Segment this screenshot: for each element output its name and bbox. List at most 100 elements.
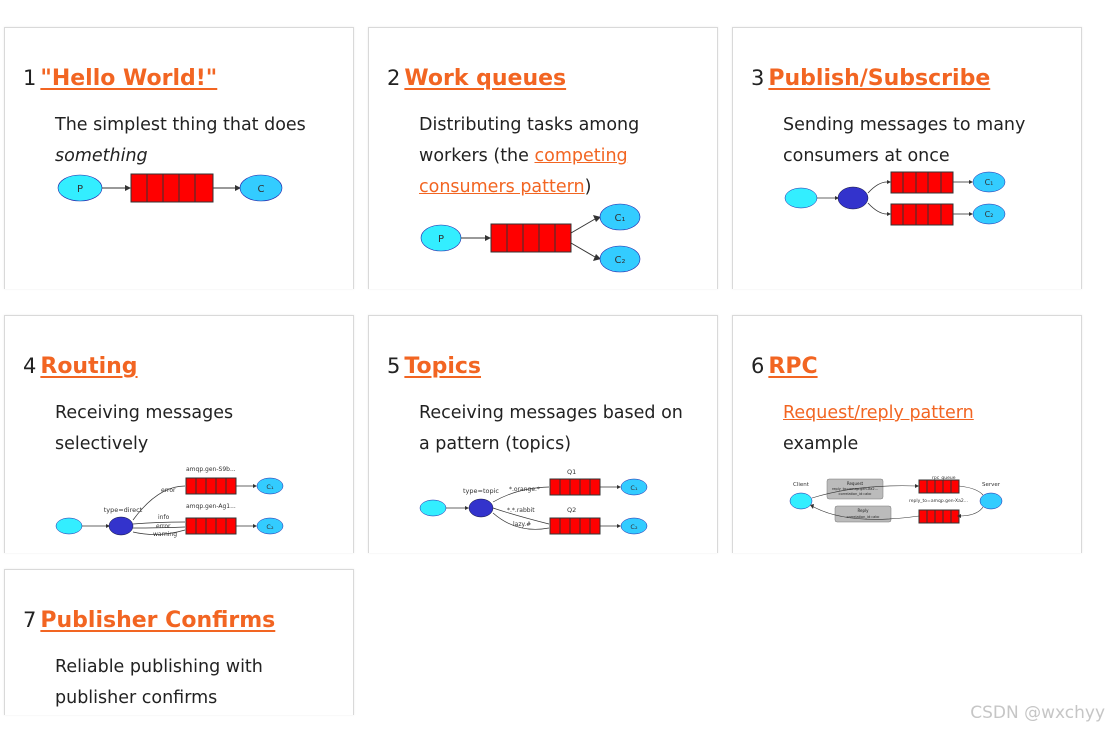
diagram-rpc: Client Server Request reply_to=amqp.gen-… <box>789 475 1003 524</box>
svg-text:error: error <box>161 487 176 494</box>
queue-2 <box>890 203 954 226</box>
svg-text:C₂: C₂ <box>266 523 274 531</box>
queue-2 <box>185 517 237 535</box>
server-node <box>979 492 1003 510</box>
tutorial-link-work-queues[interactable]: Work queues <box>404 66 567 91</box>
card-description: Reliable publishing with publisher confi… <box>55 657 263 708</box>
tutorial-link-publisher-confirms[interactable]: Publisher Confirms <box>40 608 276 633</box>
card-number: 3 <box>751 66 765 90</box>
svg-text:rpc_queue: rpc_queue <box>932 475 956 481</box>
svg-text:C₁: C₁ <box>266 483 274 491</box>
svg-text:*.*.rabbit: *.*.rabbit <box>507 507 535 514</box>
svg-text:*.orange.*: *.orange.* <box>509 486 540 493</box>
desc-line1: The simplest thing that does <box>55 115 306 135</box>
tutorial-link-publish-subscribe[interactable]: Publish/Subscribe <box>768 66 991 91</box>
rpc-queue <box>918 479 960 494</box>
consumer-2-node <box>972 203 1006 225</box>
svg-text:amqp.gen-Ag1...: amqp.gen-Ag1... <box>186 503 236 510</box>
diagram-topics: type=topic *.orange.* *.*.rabbit lazy.# … <box>419 468 648 535</box>
consumer-2-node <box>620 517 648 535</box>
tutorial-link-routing[interactable]: Routing <box>40 354 138 379</box>
svg-text:correlation_id=abc: correlation_id=abc <box>839 492 872 496</box>
svg-text:C₁: C₁ <box>630 484 638 492</box>
consumer-1-node <box>256 477 284 495</box>
desc-line2: something <box>55 146 148 166</box>
competing-consumers-link[interactable]: competing consumers pattern <box>419 146 628 197</box>
svg-text:C₂: C₂ <box>630 523 638 531</box>
producer-label: P <box>77 184 83 195</box>
consumer-2-node <box>599 245 641 273</box>
card-number: 4 <box>23 354 37 378</box>
svg-text:info: info <box>158 514 170 521</box>
svg-text:warning: warning <box>153 531 177 538</box>
queue <box>490 223 572 253</box>
svg-text:Reply: Reply <box>857 508 869 513</box>
consumer-1-node <box>599 203 641 231</box>
reply-queue <box>918 509 960 524</box>
exchange-node <box>468 498 494 518</box>
svg-text:C₂: C₂ <box>985 210 994 219</box>
producer-node <box>419 499 447 517</box>
card-description: Request/reply pattern example <box>783 403 974 454</box>
producer-node <box>55 517 83 535</box>
card-description: Receiving messages selectively <box>55 403 234 454</box>
card-number: 7 <box>23 608 37 632</box>
exchange-node <box>108 516 134 536</box>
svg-text:error: error <box>156 523 171 530</box>
diagram-work-queues: P C₁ C₂ <box>420 203 641 273</box>
svg-text:Request: Request <box>847 481 864 486</box>
consumer-node <box>239 174 283 202</box>
tutorial-link-topics[interactable]: Topics <box>404 354 481 379</box>
card-description: The simplest thing that does something <box>55 110 325 172</box>
svg-text:C₂: C₂ <box>615 255 626 266</box>
card-number: 2 <box>387 66 401 90</box>
svg-text:C₁: C₁ <box>985 178 994 187</box>
exchange-node <box>837 186 869 210</box>
diagram-hello-world: P C <box>57 173 283 203</box>
client-node <box>789 492 813 510</box>
card-description: Sending messages to many consumers at on… <box>783 115 1026 166</box>
svg-text:type=topic: type=topic <box>463 487 499 495</box>
watermark: CSDN @wxchyy <box>970 703 1105 723</box>
request-reply-link[interactable]: Request/reply pattern <box>783 403 974 423</box>
svg-text:Q1: Q1 <box>567 468 576 476</box>
diagram-publish-subscribe: C₁ C₂ <box>784 171 1006 226</box>
consumer-1-node <box>620 478 648 496</box>
card-number: 6 <box>751 354 765 378</box>
queue-1 <box>890 171 954 194</box>
diagram-routing: type=direct error info error warning amq… <box>55 466 284 538</box>
svg-text:type=direct: type=direct <box>104 506 143 514</box>
reply-box <box>834 505 892 523</box>
consumer-1-node <box>972 171 1006 193</box>
svg-text:Server: Server <box>982 482 1001 488</box>
svg-text:amqp.gen-S9b...: amqp.gen-S9b... <box>186 466 236 473</box>
queue <box>130 173 214 203</box>
tutorial-card-1: 1"Hello World!" The simplest thing that … <box>4 27 354 289</box>
card-title: 1"Hello World!" <box>23 66 217 91</box>
svg-text:P: P <box>438 234 444 245</box>
tutorial-link-rpc[interactable]: RPC <box>768 354 818 379</box>
svg-text:Client: Client <box>793 482 810 488</box>
consumer-2-node <box>256 517 284 535</box>
svg-text:reply_to=amqp.gen-Xa2...: reply_to=amqp.gen-Xa2... <box>909 498 968 504</box>
card-description: Receiving messages based on a pattern (t… <box>419 403 683 454</box>
consumer-label: C <box>258 184 265 195</box>
svg-text:C₁: C₁ <box>615 213 626 224</box>
queue-1 <box>549 478 601 496</box>
svg-text:lazy.#: lazy.# <box>513 521 531 528</box>
card-number: 5 <box>387 354 401 378</box>
queue-2 <box>549 517 601 535</box>
queue-1 <box>185 477 237 495</box>
producer-node <box>784 187 818 209</box>
tutorial-link-hello-world[interactable]: "Hello World!" <box>40 66 218 91</box>
